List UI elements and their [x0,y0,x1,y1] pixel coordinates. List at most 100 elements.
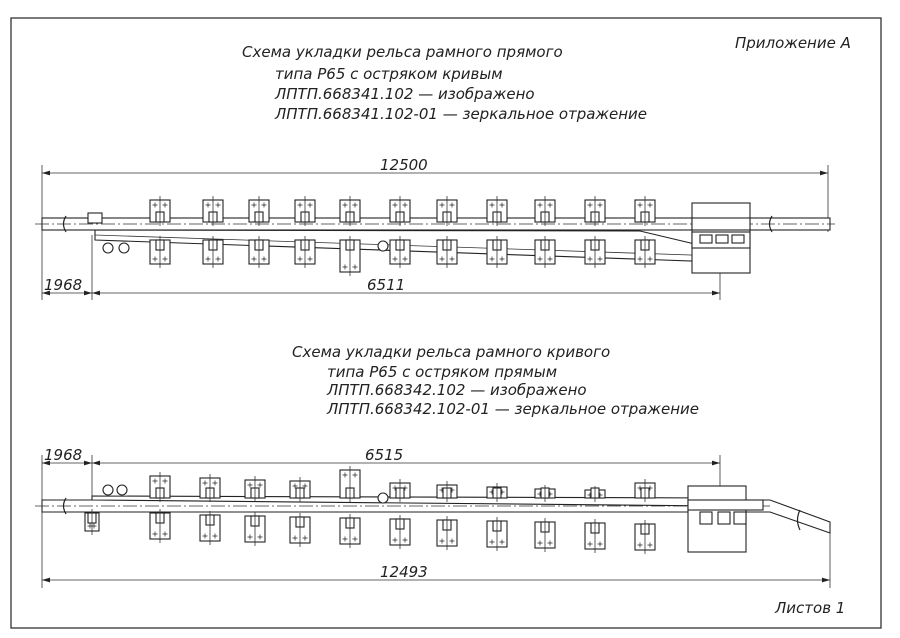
scheme1-dimensions: 12500 1968 6511 [41,156,829,300]
bolt-mark [402,537,408,543]
scheme2-title-line: типа Р65 с остряком прямым [327,363,557,381]
bolt-mark [352,202,358,208]
bolt-mark [162,478,168,484]
bolt-mark [257,534,263,540]
break-mark [62,215,67,233]
bolt-mark [647,202,653,208]
heel-rail [687,499,764,511]
bolt-mark [537,202,543,208]
bolt-mark [162,256,168,262]
bolt-mark [342,202,348,208]
bolt-mark [597,541,603,547]
bolt-mark [587,256,593,262]
bolt-mark [251,202,257,208]
scheme1-title-line: типа Р65 с остряком кривым [275,65,503,83]
bolt-mark [162,202,168,208]
bolt-mark [202,533,208,539]
bolt-mark [647,256,653,262]
bolt-mark [212,480,218,486]
bolt-mark [637,256,643,262]
bolt-mark [152,202,158,208]
bolt-mark [587,541,593,547]
bolt-mark [637,202,643,208]
bolt-mark [215,256,221,262]
stock-rail [41,499,831,534]
dim-point: 6511 [367,276,405,294]
bolt-mark [647,542,653,548]
break-mark [796,509,801,531]
scheme1-title: Схема укладки рельса рамного прямого тип… [242,43,647,123]
bolt-mark [152,256,158,262]
scheme1-title-line: ЛПТП.668341.102-01 — зеркальное отражени… [274,105,647,123]
bolt-head [377,240,389,252]
bolt-mark [215,202,221,208]
bolt-mark [597,202,603,208]
scheme1-rail-layout [35,196,835,276]
bolt-head [116,484,128,496]
dim-total: 12500 [380,156,428,174]
appendix-label: Приложение А [735,34,851,52]
spacer-window [717,511,731,525]
dim-point: 6515 [365,446,403,464]
dim-total: 12493 [380,563,428,581]
bolt-mark [402,202,408,208]
scheme1-title-line: ЛПТП.668341.102 — изображено [274,85,535,103]
bolt-mark [449,538,455,544]
bolt-mark [292,483,298,489]
bolt-mark [292,535,298,541]
bolt-mark [162,531,168,537]
sheets-label: Листов 1 [774,599,845,617]
dim-offset: 1968 [44,446,82,464]
bolt-mark [205,256,211,262]
bolt-mark [307,256,313,262]
bolt-mark [637,542,643,548]
bolt-mark [499,256,505,262]
spacer-window [733,511,747,525]
bolt-mark [297,202,303,208]
break-mark [768,215,773,233]
sheet-frame [10,17,882,629]
bolt-mark [547,202,553,208]
bolt-mark [537,540,543,546]
dim-offset: 1968 [44,276,82,294]
bolt-mark [247,534,253,540]
bolt-mark [439,256,445,262]
bolt-mark [261,202,267,208]
bolt-head [118,242,130,254]
scheme2-title: Схема укладки рельса рамного кривого тип… [292,343,699,418]
bolt-mark [297,256,303,262]
bolt-mark [547,256,553,262]
scheme2-title-line: Схема укладки рельса рамного кривого [292,343,610,361]
bolt-mark [402,256,408,262]
bolt-mark [449,202,455,208]
bolt-mark [212,533,218,539]
bolt-mark [152,478,158,484]
bolt-head [377,492,389,504]
bolt-head [102,242,114,254]
bolt-mark [251,256,257,262]
bolt-mark [257,482,263,488]
break-mark [62,497,67,515]
bolt-mark [352,472,358,478]
bolt-mark [392,256,398,262]
bolt-mark [439,202,445,208]
bolt-mark [392,537,398,543]
spacer-window [715,234,729,244]
bolt-mark [152,531,158,537]
scheme1-title-line: Схема укладки рельса рамного прямого [242,43,563,61]
end-plate [87,212,103,224]
bolt-mark [342,472,348,478]
scheme2-title-line: ЛПТП.668342.102 — изображено [326,381,587,399]
heel-rail [691,217,751,231]
bolt-mark [302,483,308,489]
spacer-window [731,234,745,244]
bolt-mark [587,202,593,208]
bolt-mark [352,264,358,270]
bolt-mark [302,535,308,541]
scheme2-rail-layout [35,466,831,554]
bolt-mark [342,264,348,270]
bolt-mark [352,536,358,542]
spacer-window [699,234,713,244]
bolt-mark [202,480,208,486]
